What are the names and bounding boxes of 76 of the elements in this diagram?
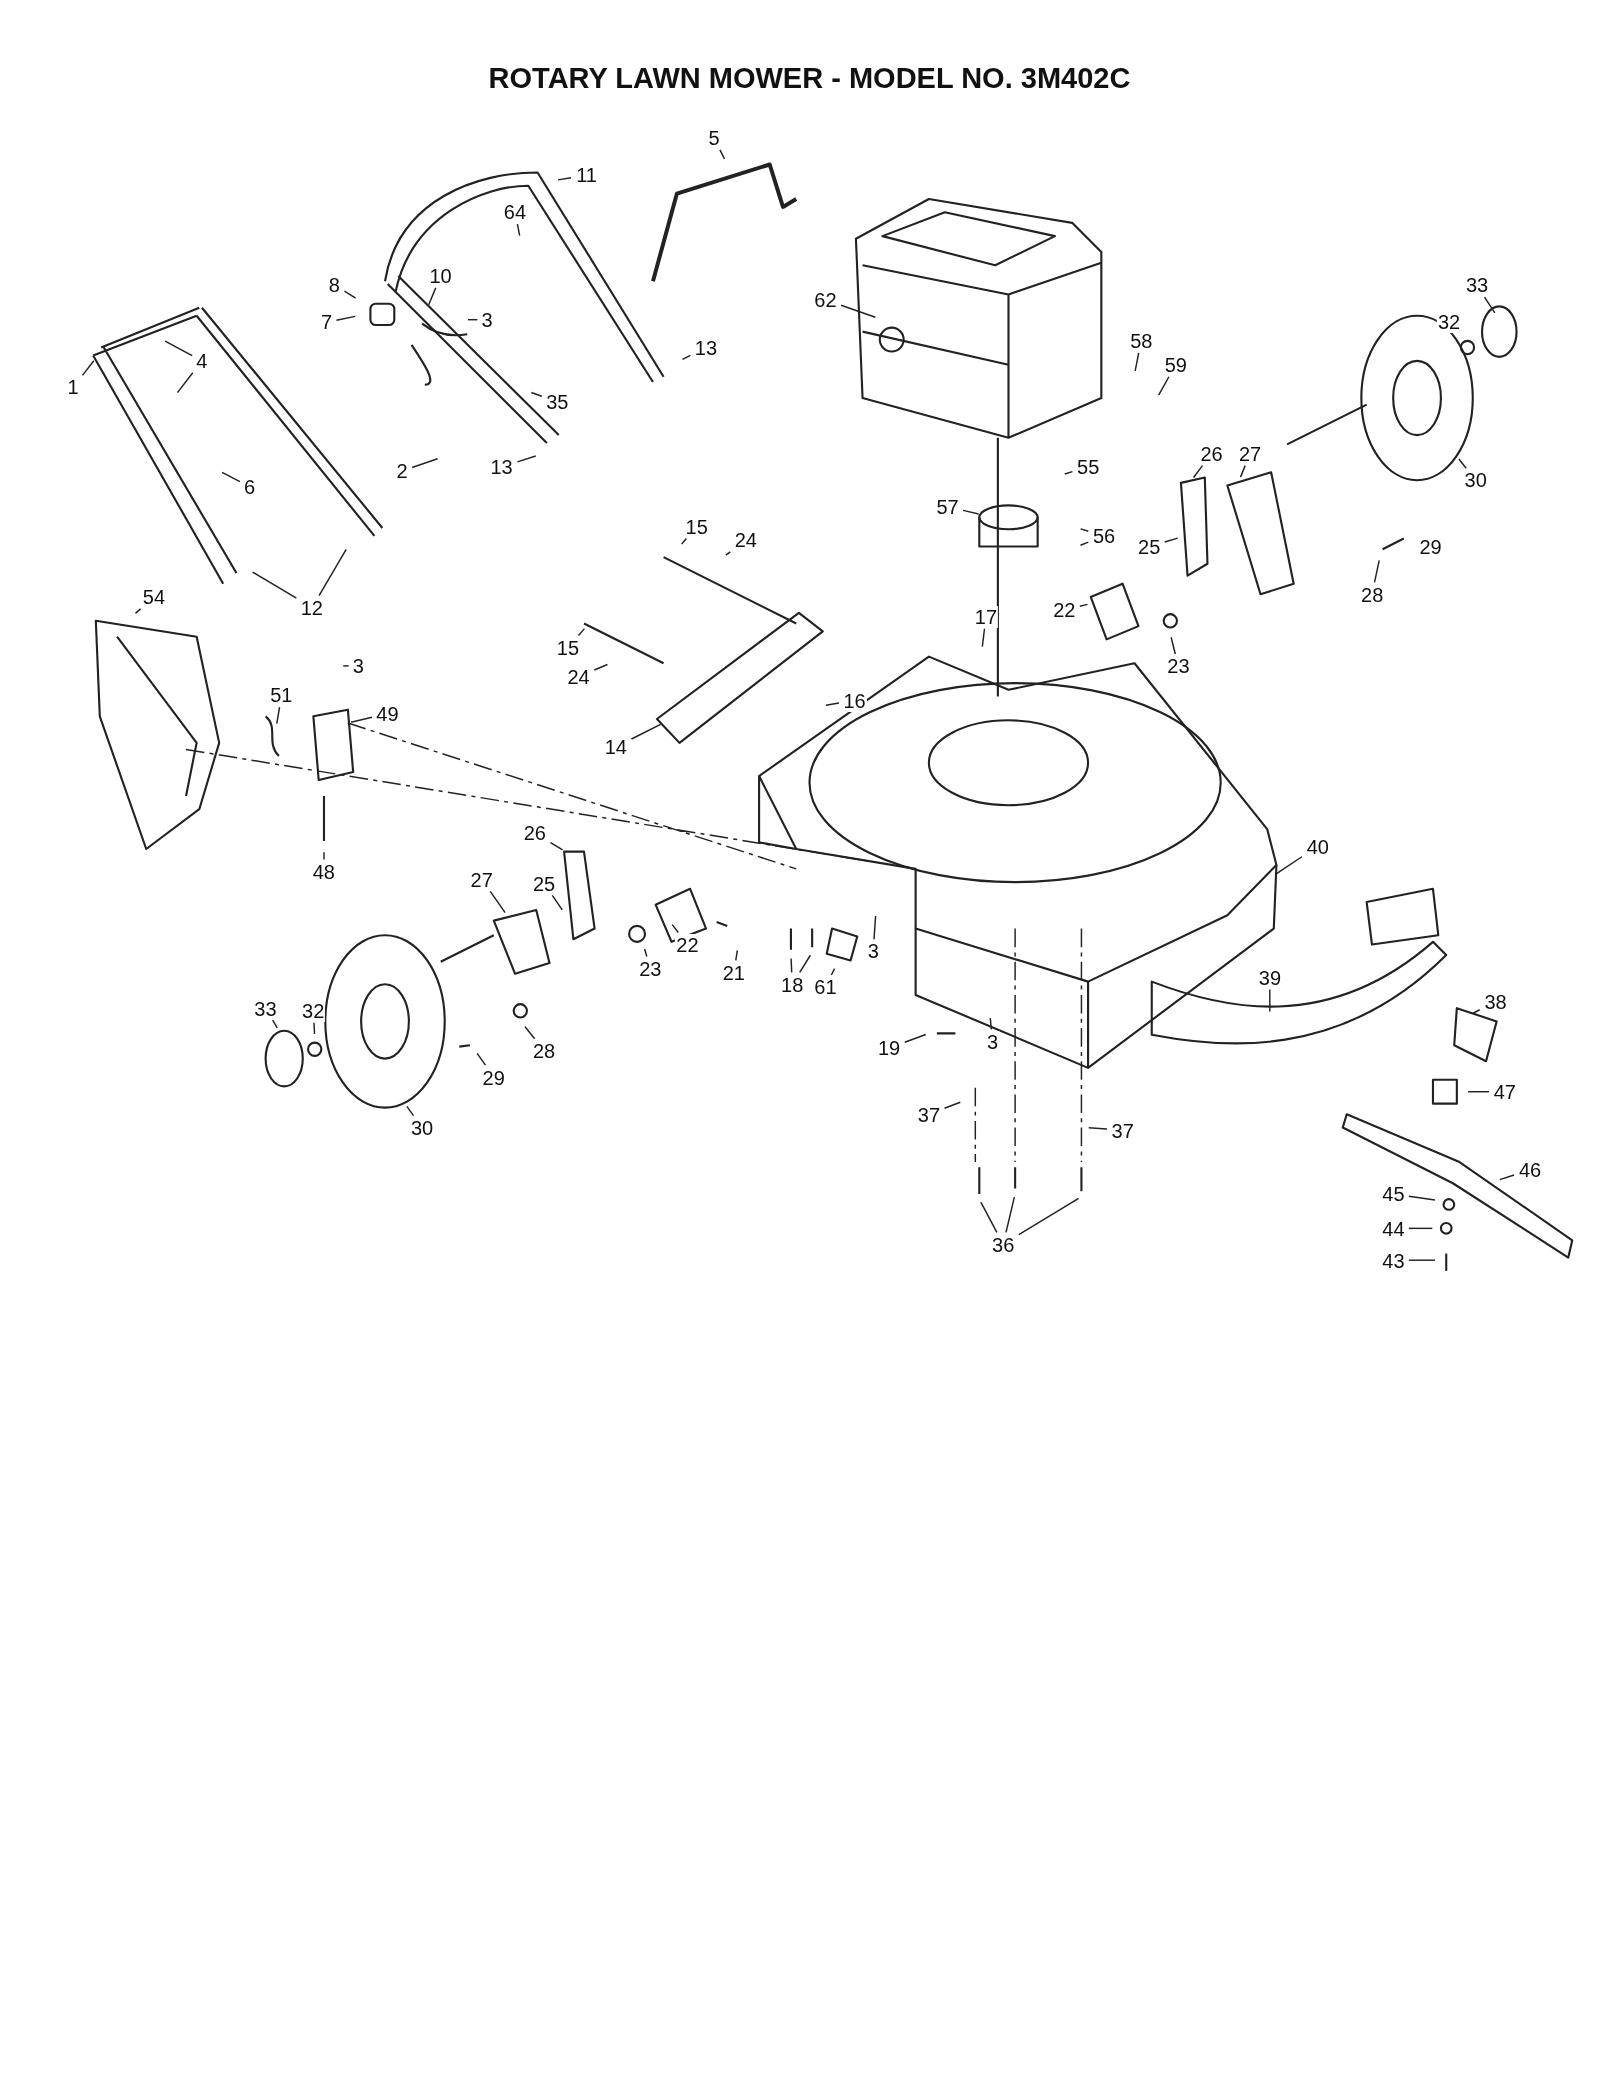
- leader-line: [516, 223, 521, 237]
- leader-line: [411, 458, 439, 469]
- leader-line: [342, 665, 350, 667]
- leader-line: [725, 551, 731, 556]
- leader-line: [1408, 1195, 1436, 1201]
- leader-line: [134, 608, 142, 615]
- leader-line: [962, 509, 980, 515]
- leader-line: [981, 628, 986, 648]
- leader-line: [681, 354, 692, 361]
- leader-line: [943, 1101, 961, 1109]
- leader-line: [318, 548, 347, 597]
- leader-line: [81, 360, 95, 377]
- leader-line: [335, 315, 356, 322]
- leader-line: [593, 663, 609, 671]
- leader-line: [1467, 1091, 1490, 1093]
- leader-line: [476, 1052, 487, 1066]
- leader-line: [790, 957, 793, 974]
- leader-line: [1269, 988, 1271, 1013]
- leader-line: [1373, 559, 1380, 584]
- leader-line: [989, 1017, 993, 1031]
- leader-line: [549, 841, 564, 851]
- leader-line: [276, 706, 281, 725]
- leader-line: [680, 537, 688, 545]
- leader-line: [577, 627, 586, 637]
- leader-line: [1499, 1174, 1515, 1181]
- leader-line: [323, 851, 325, 861]
- leader-line: [1192, 464, 1204, 479]
- leader-line: [799, 954, 812, 974]
- leader-line: [980, 1201, 998, 1234]
- leader-line: [467, 318, 479, 321]
- callout-number: 17: [973, 606, 999, 629]
- leader-line: [551, 894, 563, 911]
- leader-line: [530, 391, 543, 397]
- leader-line: [719, 149, 726, 160]
- leader-line: [1018, 1197, 1080, 1236]
- leader-line: [1408, 1227, 1434, 1230]
- leader-line: [516, 455, 537, 463]
- leader-line: [671, 923, 680, 934]
- leader-line: [489, 890, 506, 914]
- diagram-title: ROTARY LAWN MOWER - MODEL NO. 3M402C: [487, 62, 1132, 95]
- leader-line: [176, 372, 194, 394]
- leader-line: [735, 949, 739, 962]
- leader-line: [840, 304, 877, 318]
- leader-line: [1170, 636, 1176, 655]
- leader-line: [1164, 537, 1179, 543]
- leader-line: [1079, 541, 1090, 547]
- leader-line: [1064, 470, 1074, 475]
- leader-line: [1483, 296, 1496, 314]
- leader-line: [406, 1105, 415, 1117]
- leader-line: [313, 1022, 316, 1035]
- leader-line: [1079, 528, 1090, 532]
- leader-line: [271, 1019, 278, 1029]
- leader-line: [643, 948, 648, 958]
- leader-line: [428, 287, 437, 306]
- leader-line: [164, 340, 193, 357]
- leader-line: [1134, 352, 1140, 372]
- leader-line: [221, 471, 241, 483]
- leader-line: [1472, 1009, 1481, 1014]
- leader-line: [557, 177, 572, 181]
- leader-line: [904, 1033, 927, 1043]
- leader-line: [350, 716, 373, 723]
- leader-line: [830, 967, 836, 976]
- leader-line: [825, 702, 840, 706]
- leader-line: [1088, 1127, 1108, 1130]
- leader-line: [1458, 458, 1467, 469]
- leader-line: [251, 571, 298, 599]
- leader-line: [1275, 856, 1303, 875]
- leader-line: [630, 723, 662, 740]
- leader-line: [1079, 603, 1089, 607]
- leader-line: [1239, 464, 1246, 478]
- leader-line: [1408, 1259, 1436, 1261]
- leader-line: [873, 915, 877, 940]
- leader-line: [1005, 1196, 1016, 1234]
- leader-line: [1157, 376, 1170, 396]
- leader-line: [524, 1025, 536, 1040]
- leader-line: [343, 290, 357, 299]
